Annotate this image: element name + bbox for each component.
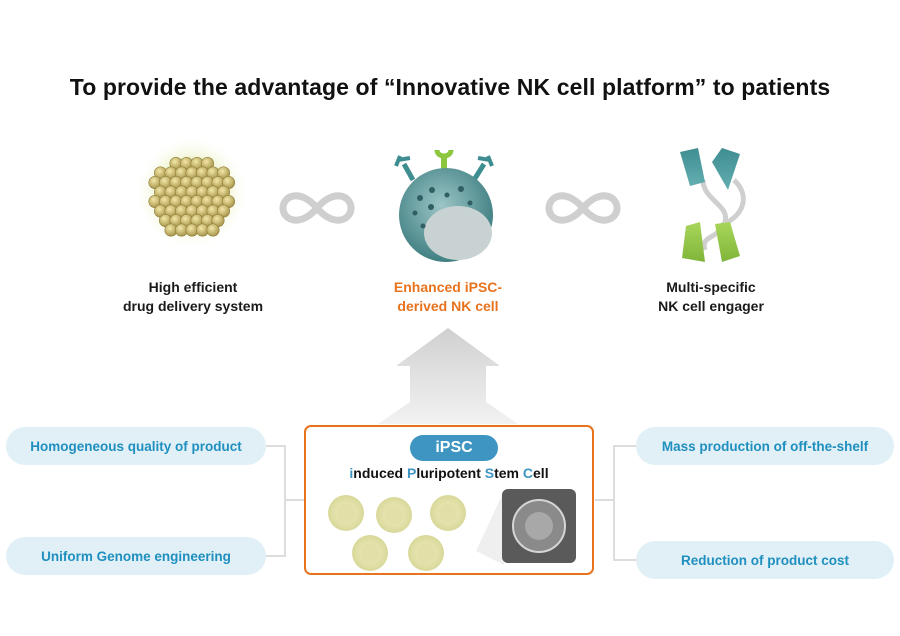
caption-line: NK cell engager [596,297,826,316]
nanoparticle-sphere-icon [134,135,250,251]
nanoparticle-bead [207,224,219,236]
benefit-cost-reduction: Reduction of product cost [636,541,894,579]
benefit-homogeneous-quality: Homogeneous quality of product [6,427,266,465]
page-title: To provide the advantage of “Innovative … [0,74,900,101]
platform-ipsc-nk-caption: Enhanced iPSC- derived NK cell [333,278,563,316]
up-arrow-icon [378,328,518,424]
ipsc-cell-icon [328,495,466,571]
caption-line: Enhanced iPSC- [333,278,563,297]
infinity-icon [549,196,617,220]
caption-line: drug delivery system [78,297,308,316]
infinity-icon [283,196,351,220]
ipsc-graphics [306,427,596,577]
benefit-uniform-genome: Uniform Genome engineering [6,537,266,575]
caption-line: High efficient [78,278,308,297]
nk-cell-icon [396,150,493,262]
ipsc-colony-micrograph-icon [476,489,576,565]
benefit-mass-production: Mass production of off-the-shelf [636,427,894,465]
caption-line: derived NK cell [333,297,563,316]
nk-cell-engager-icon [680,148,743,262]
ipsc-box: iPSC induced Pluripotent Stem Cell [304,425,594,575]
platform-drug-delivery-caption: High efficient drug delivery system [78,278,308,316]
caption-line: Multi-specific [596,278,826,297]
platform-engager-caption: Multi-specific NK cell engager [596,278,826,316]
